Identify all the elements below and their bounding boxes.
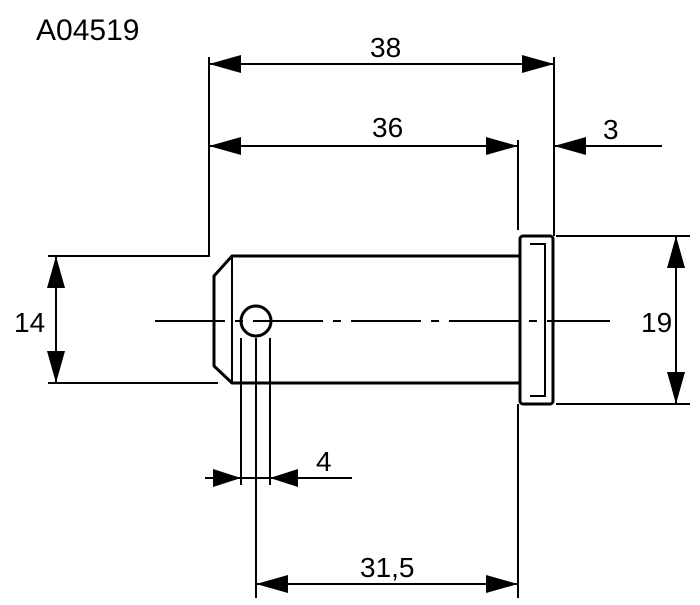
dimension-hole-to-head: 31,5 (256, 552, 518, 593)
dimension-head-diameter: 19 (641, 236, 685, 404)
dim-label-hole-diameter: 4 (316, 446, 332, 477)
dimension-hole-diameter: 4 (205, 446, 352, 487)
dim-label-shank-length: 36 (372, 112, 403, 143)
dimension-shank-diameter: 14 (14, 256, 65, 383)
dim-label-shank-diameter: 14 (14, 307, 45, 338)
dimension-head-thickness: 3 (554, 114, 662, 155)
dimension-shank-length: 36 (209, 112, 518, 155)
dim-label-hole-to-head: 31,5 (360, 552, 415, 583)
dimension-overall-length: 38 (209, 32, 554, 73)
dim-label-head-thickness: 3 (603, 114, 619, 145)
dim-label-head-diameter: 19 (641, 307, 672, 338)
part-code-label: A04519 (36, 14, 139, 47)
dim-label-overall-length: 38 (370, 32, 401, 63)
pin-shank (212, 254, 520, 385)
extension-lines (48, 57, 690, 598)
